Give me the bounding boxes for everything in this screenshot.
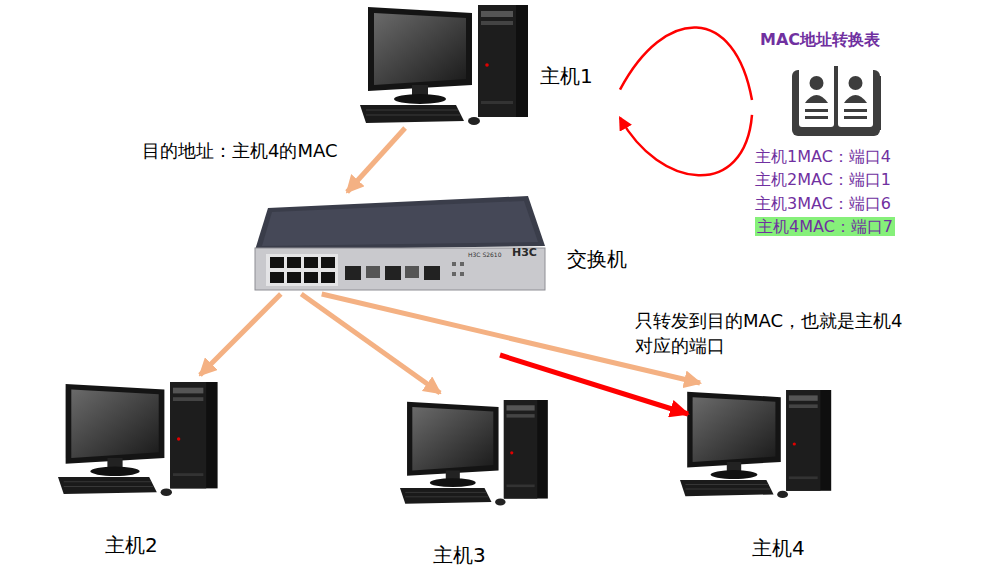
switch-label: 交换机 [567, 247, 627, 271]
table-entry: 主机2MAC：端口1 [755, 170, 891, 189]
connector-arrow [301, 294, 440, 393]
computer-icon [360, 5, 528, 125]
host-node: 主机3 [393, 393, 553, 571]
book-icon [792, 65, 881, 136]
computer-icon [400, 400, 548, 506]
edge-label: 目的地址：主机4的MAC [140, 140, 340, 162]
brand-logo: H3C [512, 246, 537, 259]
model-text: H3C S2610 [468, 251, 502, 258]
table-entry: 主机3MAC：端口6 [755, 194, 891, 213]
host-label: 主机2 [105, 533, 158, 557]
table-entry: 主机4MAC：端口7 [755, 217, 895, 236]
host-node: 主机2 [55, 375, 225, 565]
table-title: MAC地址转换表 [760, 30, 880, 49]
mac-table: MAC地址转换表主机1MAC：端口4 主机2MAC：端口1 主机3MAC：端口6 主机… [752, 22, 930, 247]
host-node: 主机4 [672, 383, 837, 568]
computer-icon [680, 390, 831, 498]
switch-device [255, 196, 545, 290]
connector-arrow [200, 294, 281, 375]
computer-icon [58, 382, 218, 496]
highlight-arrow [500, 355, 688, 414]
connector-arrow [620, 27, 752, 100]
table-entry: 主机1MAC：端口4 [755, 147, 891, 166]
host-label: 主机4 [752, 536, 805, 560]
host-label: 主机1 [540, 64, 593, 88]
host-node: 主机1 [355, 0, 620, 128]
note-text: 只转发到目的MAC，也就是主机4 对应的端口 [635, 308, 965, 358]
connector-arrow [347, 128, 405, 192]
switch-node: 交换机 [252, 192, 631, 294]
host-label: 主机3 [433, 543, 486, 567]
connector-arrow [620, 115, 752, 175]
